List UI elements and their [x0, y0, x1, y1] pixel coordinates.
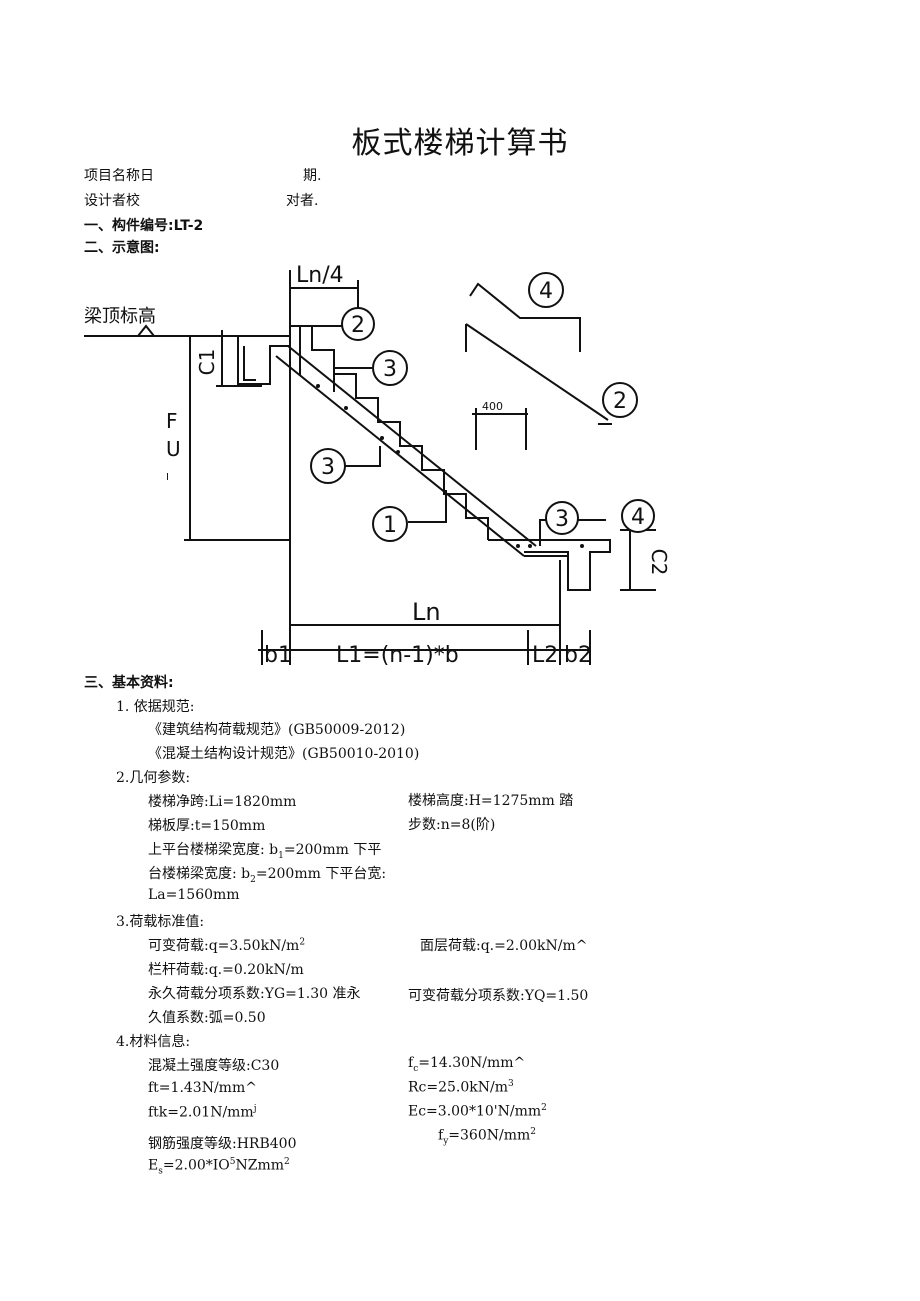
finish-load: 面层荷载:q.=2.00kN/m^: [420, 938, 588, 954]
mark-3-upper: 3: [383, 357, 397, 382]
mark-2-detail: 2: [613, 389, 627, 414]
u-label: U: [166, 437, 181, 461]
clear-span: 楼梯净跨:Li=1820mm: [148, 794, 297, 810]
fy-value: fy=360N/mm2: [438, 1127, 536, 1147]
rc-value: Rc=25.0kN/m3: [408, 1079, 514, 1096]
loads-heading: 3.荷载标准值:: [116, 914, 205, 930]
mark-1: 1: [383, 513, 397, 538]
ln4-label: Ln/4: [296, 263, 344, 288]
ft-value: ft=1.43N/mm^: [148, 1080, 257, 1096]
l1-label: L1=(n-1)*b: [336, 643, 459, 668]
code-load: 《建筑结构荷载规范》(GB50009-2012): [148, 722, 406, 738]
ftk-value: ftk=2.01N/mmj: [148, 1104, 257, 1121]
basis-heading: 1. 依据规范:: [116, 699, 195, 715]
designer-label: 设计者校: [84, 193, 140, 209]
section-diagram: 二、示意图:: [84, 240, 160, 256]
slab-thickness: 梯板厚:t=150mm: [148, 818, 266, 834]
section-basic-data: 三、基本资料:: [84, 675, 174, 691]
section-component-id: 一、构件编号:LT-2: [84, 218, 204, 234]
f-label: F: [166, 409, 178, 433]
checker-label: 对者.: [286, 193, 319, 209]
mark-2-upper: 2: [351, 313, 365, 338]
date-label: 期.: [303, 168, 322, 184]
railing-load: 栏杆荷载:q.=0.20kN/m: [148, 962, 304, 978]
dead-load-factor: 永久荷载分项系数:YG=1.30 准永: [148, 986, 361, 1002]
c2-label: C2: [647, 549, 671, 576]
mark-3-left: 3: [321, 455, 335, 480]
c1-label: C1: [195, 349, 219, 376]
es-value: Es=2.00*IO5NZmm2: [148, 1157, 290, 1177]
fc-value: fc=14.30N/mm^: [408, 1055, 526, 1074]
dim-400-label: 400: [482, 400, 503, 413]
step-count: 步数:n=8(阶): [408, 817, 496, 833]
i-label: I: [166, 472, 169, 483]
project-name-label: 项目名称日: [84, 168, 154, 184]
live-load: 可变荷载:q=3.50kN/m2: [148, 937, 306, 954]
mark-4-detail: 4: [539, 279, 553, 304]
code-concrete: 《混凝土结构设计规范》(GB50010-2010): [148, 746, 420, 762]
concrete-grade: 混凝土强度等级:C30: [148, 1058, 280, 1074]
lower-landing-width: La=1560mm: [148, 887, 240, 903]
ln-label: Ln: [412, 598, 441, 626]
b1-label: b1: [264, 643, 292, 668]
live-load-factor: 可变荷载分项系数:YQ=1.50: [408, 988, 589, 1004]
lower-beam-width: 台楼梯梁宽度: b2=200mm 下平台宽:: [148, 866, 387, 885]
ec-value: Ec=3.00*10'N/mm2: [408, 1103, 547, 1120]
stair-height: 楼梯高度:H=1275mm 踏: [408, 793, 574, 809]
upper-beam-width: 上平台楼梯梁宽度: b1=200mm 下平: [148, 842, 382, 861]
geometry-heading: 2.几何参数:: [116, 770, 191, 786]
materials-heading: 4.材料信息:: [116, 1034, 191, 1050]
mark-4-lower: 4: [631, 505, 645, 530]
quasi-permanent-factor: 久值系数:弧=0.50: [148, 1010, 266, 1026]
beam-top-label: 梁顶标高: [84, 306, 156, 327]
b2-label: b2: [564, 643, 592, 668]
mark-3-lower: 3: [555, 507, 569, 532]
steel-grade: 钢筋强度等级:HRB400: [148, 1136, 297, 1152]
page-title: 板式楼梯计算书: [351, 126, 569, 161]
l2-label: L2: [532, 643, 558, 668]
stair-diagram: 2 3 3 1 3 4 4 2 梁顶标高 Ln/4 400 Ln b1 L1=(…: [84, 263, 671, 668]
